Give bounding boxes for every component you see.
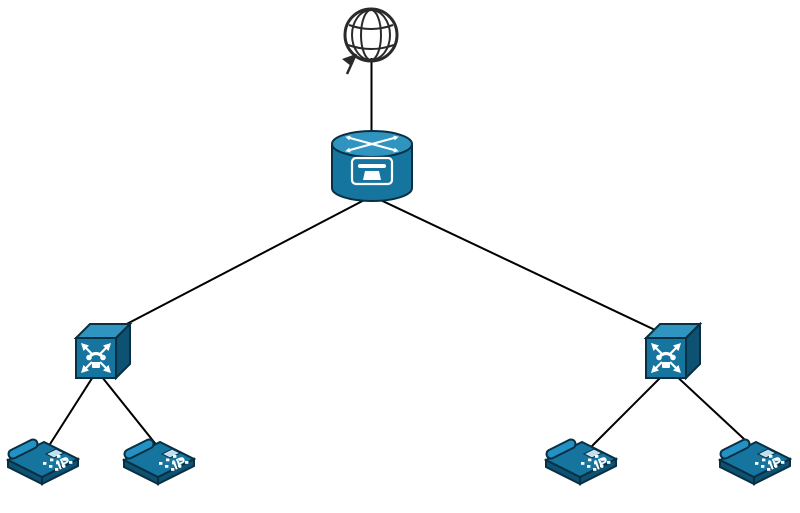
ip-phone-label: IP bbox=[766, 453, 784, 473]
voice-router-icon bbox=[331, 130, 413, 202]
node-ip-phone-3: IP bbox=[546, 442, 616, 484]
node-ip-phone-4: IP bbox=[720, 442, 790, 484]
router-phone-icon bbox=[350, 156, 394, 186]
globe-icon bbox=[342, 7, 399, 75]
call-manager-cube-icon bbox=[644, 322, 702, 380]
globe-flag-icon bbox=[342, 54, 356, 66]
connector-edges bbox=[44, 58, 759, 453]
router-arrows-icon bbox=[345, 135, 399, 153]
ip-phone-label: IP bbox=[54, 453, 72, 473]
node-call-control-right bbox=[644, 322, 702, 380]
ip-phone-label: IP bbox=[592, 453, 610, 473]
call-manager-cube-icon bbox=[74, 322, 132, 380]
node-call-control-left bbox=[74, 322, 132, 380]
node-internet-globe bbox=[342, 7, 399, 75]
node-ip-phone-2: IP bbox=[124, 442, 194, 484]
edge-right-phone3 bbox=[585, 371, 667, 453]
edge-left-phone2 bbox=[97, 371, 163, 453]
node-ip-phone-1: IP bbox=[8, 442, 78, 484]
ip-phone-label: IP bbox=[170, 453, 188, 473]
edge-left-phone1 bbox=[44, 371, 97, 453]
edge-router-callcontrol-right bbox=[371, 195, 673, 339]
edge-router-callcontrol-left bbox=[99, 195, 373, 339]
node-voice-router bbox=[331, 130, 413, 202]
